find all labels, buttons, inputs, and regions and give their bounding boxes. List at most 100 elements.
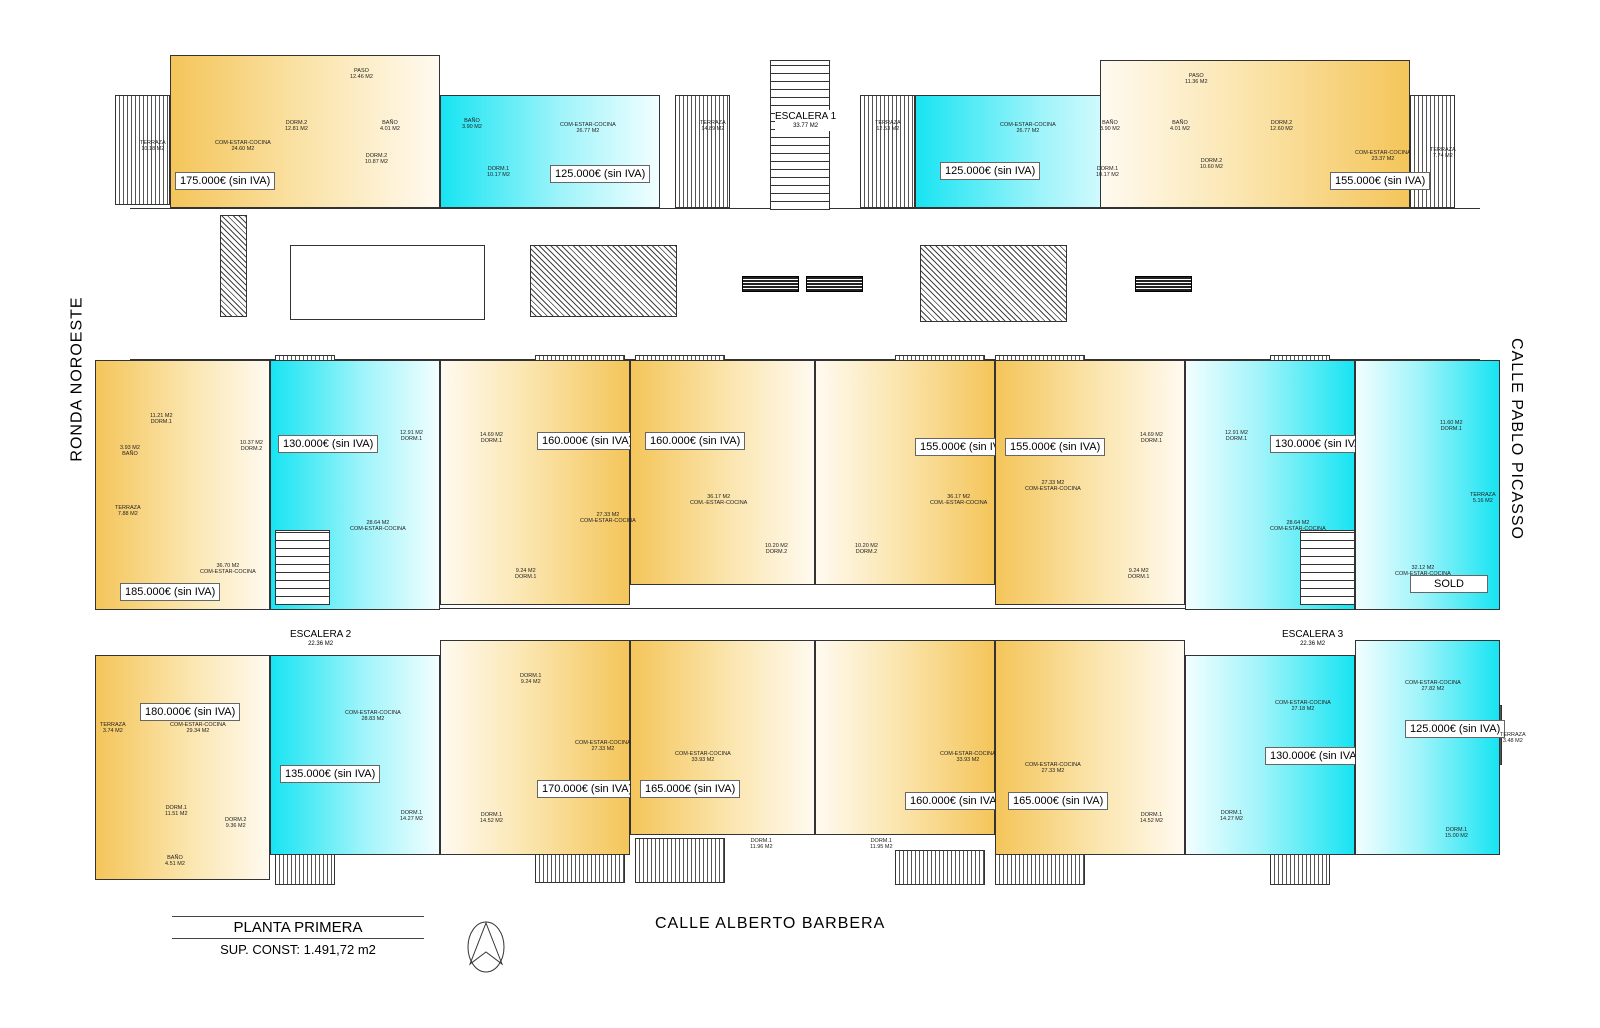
room-detail: 10.17 M2 bbox=[487, 172, 510, 179]
price-label: 155.000€ (sin IVA) bbox=[915, 438, 1016, 456]
room-detail: 14.27 M2 bbox=[400, 816, 423, 823]
room-detail: BAÑO bbox=[122, 451, 138, 458]
plan-title: PLANTA PRIMERA bbox=[172, 916, 424, 939]
room-name: DORM.1 bbox=[1220, 810, 1243, 816]
apartment-unit[interactable] bbox=[440, 95, 660, 208]
room-name: PASO bbox=[1188, 73, 1204, 79]
apartment-unit[interactable] bbox=[630, 360, 815, 585]
room-name: COM-ESTAR-COCINA bbox=[215, 140, 271, 146]
room-detail: 33.93 M2 bbox=[691, 757, 715, 764]
room-detail: COM-ESTAR-COCINA bbox=[200, 569, 256, 576]
room-name: 10.20 M2 bbox=[855, 543, 878, 549]
price-label: 160.000€ (sin IVA) bbox=[537, 432, 638, 450]
room-detail: DORM.1 bbox=[150, 419, 172, 426]
price-label: 175.000€ (sin IVA) bbox=[175, 172, 276, 190]
price-label: 125.000€ (sin IVA) bbox=[940, 162, 1041, 180]
room-name: DORM.2 bbox=[285, 120, 308, 126]
room-detail: 11.96 M2 bbox=[750, 844, 773, 851]
room-detail: DORM.1 bbox=[400, 436, 423, 443]
room-detail: 23.37 M2 bbox=[1371, 156, 1395, 163]
room-name: 12.91 M2 bbox=[1225, 430, 1248, 436]
apartment-unit[interactable] bbox=[995, 640, 1185, 855]
room-name: TERRAZA bbox=[115, 505, 141, 511]
room-detail: 26.77 M2 bbox=[576, 128, 600, 135]
room-detail: 3.90 M2 bbox=[1100, 126, 1120, 133]
room-name: TERRAZA bbox=[100, 722, 126, 728]
room-detail: DORM.2 bbox=[855, 549, 878, 556]
room-name: DORM.2 bbox=[1270, 120, 1293, 126]
terrace bbox=[860, 95, 915, 208]
price-label: 160.000€ (sin IVA) bbox=[645, 432, 746, 450]
apartment-unit[interactable] bbox=[630, 640, 815, 835]
room-detail: COM-ESTAR-COCINA bbox=[1025, 486, 1081, 493]
room-name: BAÑO bbox=[382, 120, 398, 126]
planter bbox=[530, 245, 677, 317]
room-detail: 10.18 M2 bbox=[141, 146, 165, 153]
apartment-unit[interactable] bbox=[95, 360, 270, 610]
apartment-unit[interactable] bbox=[270, 655, 440, 855]
room-name: DORM.1 bbox=[870, 838, 892, 844]
price-label: 130.000€ (sin IVA) bbox=[1265, 747, 1366, 765]
terrace bbox=[635, 838, 725, 883]
room-name: TERRAZA bbox=[140, 140, 166, 146]
price-label: 155.000€ (sin IVA) bbox=[1005, 438, 1106, 456]
room-detail: 12.81 M2 bbox=[285, 126, 308, 133]
apartment-unit[interactable] bbox=[95, 655, 270, 880]
room-detail: DORM.1 bbox=[1440, 426, 1462, 433]
price-label: 135.000€ (sin IVA) bbox=[280, 765, 381, 783]
room-detail: 14.27 M2 bbox=[1220, 816, 1243, 823]
room-name: COM-ESTAR-COCINA bbox=[1355, 150, 1411, 156]
apartment-unit[interactable] bbox=[1355, 360, 1500, 610]
room-detail: 3.74 M2 bbox=[102, 728, 123, 735]
room-name: 27.33 M2 bbox=[1041, 480, 1065, 486]
bench bbox=[742, 276, 799, 292]
room-name: BAÑO bbox=[464, 118, 480, 124]
price-label: 180.000€ (sin IVA) bbox=[140, 703, 241, 721]
apartment-unit[interactable] bbox=[440, 360, 630, 605]
room-name: DORM.2 bbox=[1200, 158, 1223, 164]
apartment-unit[interactable] bbox=[995, 360, 1185, 605]
room-detail: 7.74 M2 bbox=[1432, 153, 1453, 160]
room-detail: 3.90 M2 bbox=[462, 124, 482, 131]
room-name: TERRAZA bbox=[1470, 492, 1496, 498]
stair-name: ESCALERA 1 bbox=[775, 111, 837, 122]
price-label: 160.000€ (sin IVA) bbox=[905, 792, 1006, 810]
apartment-unit[interactable] bbox=[1355, 640, 1500, 855]
room-name: 10.20 M2 bbox=[765, 543, 788, 549]
apartment-unit[interactable] bbox=[440, 640, 630, 855]
room-name: 11.21 M2 bbox=[150, 413, 173, 419]
room-detail: DORM.1 bbox=[1128, 574, 1150, 581]
room-name: 36.70 M2 bbox=[216, 563, 240, 569]
room-name: 36.17 M2 bbox=[707, 494, 731, 500]
bench bbox=[806, 276, 863, 292]
apartment-unit[interactable] bbox=[815, 360, 995, 585]
